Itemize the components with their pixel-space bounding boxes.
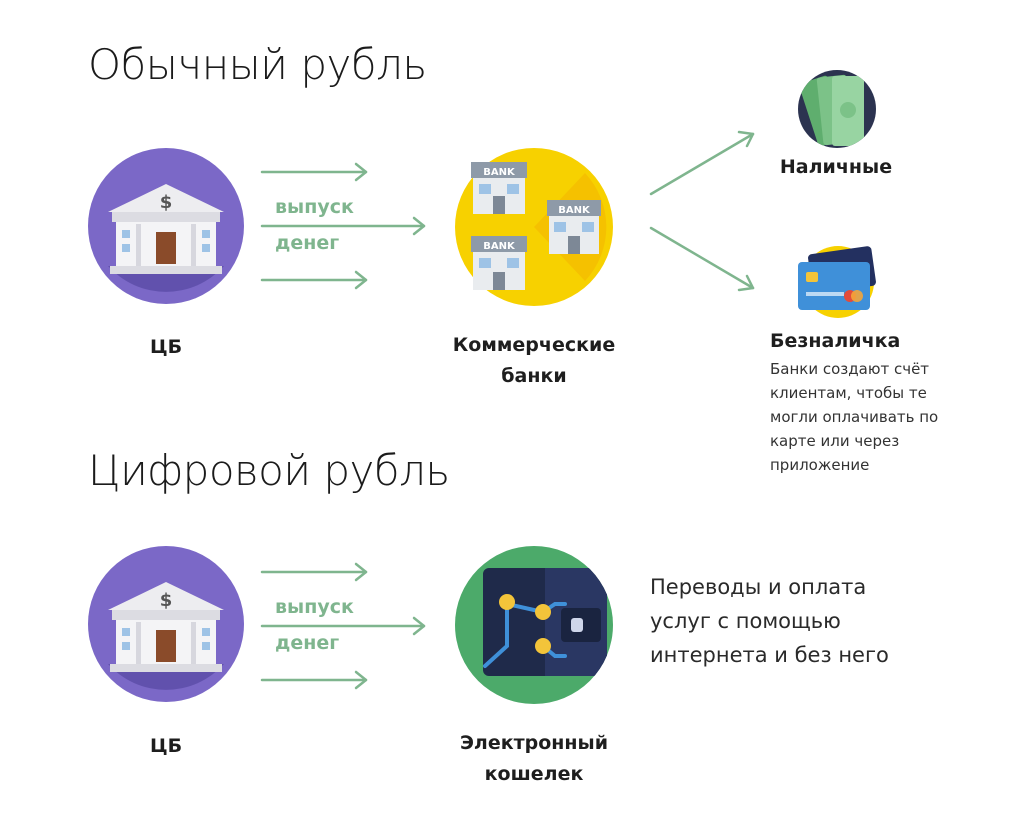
noncash-desc-line: карте или через [770, 432, 900, 450]
noncash-desc-line: могли оплачивать по [770, 408, 939, 426]
issue-label-line1-digital: выпуск [275, 596, 354, 618]
svg-text:$: $ [160, 590, 173, 611]
credit-card-icon [798, 246, 876, 318]
noncash-desc-line: клиентам, чтобы те [770, 384, 927, 402]
digital-desc-line: услуг с помощью [650, 609, 841, 633]
wallet-label: Электронный кошелек [434, 728, 634, 790]
wallet-label-line1: Электронный [459, 732, 609, 754]
digital-desc-line: Переводы и оплата [650, 575, 867, 599]
banks-icon: BANK BANK BANK [455, 148, 613, 306]
bank-sign-1: BANK [483, 167, 516, 178]
cb-label-digital: ЦБ [149, 735, 183, 757]
issue-arrows-digital [260, 562, 426, 690]
issue-arrows-regular [260, 162, 426, 290]
noncash-label: Безналичка [770, 330, 901, 352]
noncash-desc-line: Банки создают счёт [770, 360, 930, 378]
digital-desc-line: интернета и без него [650, 643, 889, 667]
cash-icon [798, 70, 876, 148]
distribution-arrows [649, 130, 755, 292]
svg-text:$: $ [160, 192, 173, 213]
issue-label-line1-regular: выпуск [275, 196, 354, 218]
banks-label-line1: Коммерческие [452, 334, 616, 356]
noncash-desc-line: приложение [770, 456, 870, 474]
cash-label: Наличные [779, 156, 893, 178]
bank-sign-3: BANK [483, 241, 516, 252]
banks-label: Коммерческие банки [434, 330, 634, 392]
section-title-regular: Обычный рубль [88, 40, 427, 89]
wallet-label-line2: кошелек [484, 763, 584, 785]
central-bank-icon: $ [88, 546, 244, 702]
wallet-icon [455, 546, 613, 704]
section-title-digital: Цифровой рубль [88, 446, 450, 495]
noncash-description: Банки создают счёт клиентам, чтобы те мо… [770, 357, 970, 477]
digital-description: Переводы и оплата услуг с помощью интерн… [650, 570, 980, 672]
issue-label-line2-digital: денег [275, 632, 340, 654]
banks-label-line2: банки [501, 365, 567, 387]
issue-label-line2-regular: денег [275, 232, 340, 254]
cb-label-regular: ЦБ [149, 336, 183, 358]
central-bank-icon: $ [88, 148, 244, 304]
bank-sign-2: BANK [558, 205, 591, 216]
